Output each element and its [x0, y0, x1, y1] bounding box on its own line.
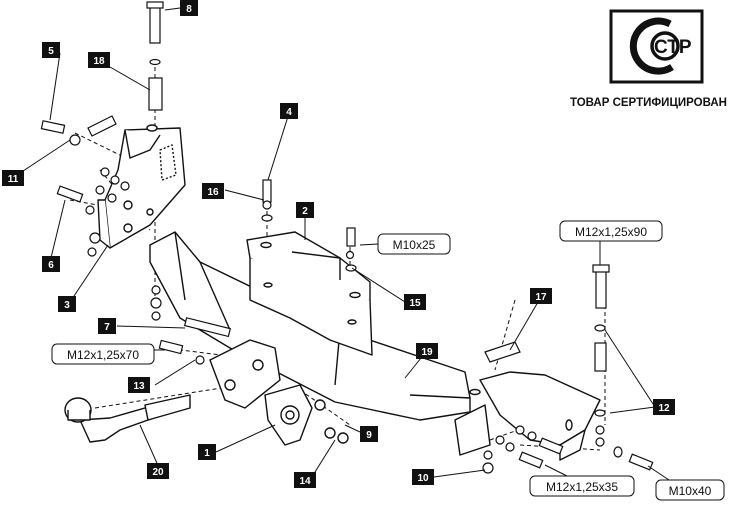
- part-label-9: 9: [360, 426, 378, 442]
- bolt-m10x40: [628, 453, 654, 471]
- callout-m10x25: M10x25: [377, 233, 451, 255]
- hitch-assembly: [64, 339, 349, 446]
- svg-text:6: 6: [48, 260, 54, 271]
- spacer-18: [148, 77, 163, 111]
- part-label-7: 7: [98, 318, 116, 334]
- svg-text:M10x25: M10x25: [393, 238, 436, 252]
- part-labels: 8 18 5 11 6 3 4 16 2 15 7 13 19 17 1 9 1…: [2, 0, 675, 488]
- svg-text:17: 17: [535, 292, 547, 303]
- svg-text:M12x1,25x70: M12x1,25x70: [67, 348, 139, 362]
- svg-text:4: 4: [286, 107, 292, 118]
- bolt-6: [56, 185, 84, 203]
- callout-m12x90: M12x1,25x90: [559, 220, 663, 242]
- part-label-11: 11: [2, 170, 24, 186]
- part-label-15: 15: [404, 294, 426, 310]
- part-label-4: 4: [280, 103, 298, 119]
- bolt-5: [40, 120, 66, 134]
- cert-logo-letters: СТР: [654, 37, 692, 58]
- part-label-8: 8: [180, 0, 198, 16]
- part-label-2: 2: [296, 202, 314, 218]
- svg-text:10: 10: [417, 473, 429, 484]
- part-label-12: 12: [653, 399, 675, 415]
- svg-text:19: 19: [421, 347, 433, 358]
- bolt-m10x25: [346, 227, 356, 247]
- cert-logo-c: [629, 17, 674, 75]
- part-label-3: 3: [58, 296, 76, 312]
- left-bracket: [97, 124, 186, 249]
- svg-text:7: 7: [104, 322, 110, 333]
- bolt-8: [149, 4, 161, 44]
- svg-text:1: 1: [204, 448, 210, 459]
- part-label-16: 16: [202, 183, 224, 199]
- part-label-18: 18: [88, 52, 110, 68]
- callout-m10x40: M10x40: [655, 479, 725, 501]
- svg-text:12: 12: [658, 403, 670, 414]
- callout-m12x70: M12x1,25x70: [51, 343, 155, 365]
- certification-mark: СТР ТОВАР СЕРТИФИЦИРОВАН: [570, 9, 727, 109]
- svg-text:3: 3: [64, 300, 70, 311]
- size-callouts: M10x25 M12x1,25x90 M12x1,25x70 M12x1,25x…: [51, 220, 725, 501]
- part-label-17: 17: [530, 288, 552, 304]
- svg-text:5: 5: [48, 46, 54, 57]
- part-label-1: 1: [198, 444, 216, 460]
- cert-logo-frame: [609, 9, 704, 84]
- bolt-4: [262, 179, 272, 203]
- svg-text:M12x1,25x35: M12x1,25x35: [546, 480, 618, 494]
- part-label-5: 5: [42, 42, 60, 58]
- fasteners: [40, 1, 654, 474]
- svg-text:8: 8: [186, 4, 192, 15]
- cert-caption: ТОВАР СЕРТИФИЦИРОВАН: [570, 97, 727, 109]
- svg-text:M12x1,25x90: M12x1,25x90: [575, 225, 647, 239]
- plate-11: [87, 115, 117, 137]
- svg-text:M10x40: M10x40: [669, 484, 712, 498]
- svg-text:11: 11: [8, 174, 19, 185]
- svg-text:20: 20: [152, 467, 164, 478]
- bolt-7: [183, 317, 232, 338]
- part-label-13: 13: [128, 377, 150, 393]
- svg-text:13: 13: [133, 381, 145, 392]
- center-bracket: [246, 231, 373, 356]
- bolt-m12x90: [595, 267, 607, 309]
- spacer-right: [594, 342, 607, 372]
- cert-logo-ring: [650, 31, 680, 61]
- part-label-14: 14: [294, 472, 316, 488]
- plate-17: [484, 341, 521, 363]
- part-label-20: 20: [147, 463, 169, 479]
- svg-text:2: 2: [302, 206, 308, 217]
- bolt-m12x35: [518, 451, 544, 469]
- right-bracket: [454, 371, 601, 461]
- part-label-19: 19: [416, 343, 438, 359]
- svg-text:16: 16: [207, 187, 219, 198]
- svg-text:9: 9: [366, 430, 372, 441]
- part-label-10: 10: [412, 469, 434, 485]
- svg-text:15: 15: [409, 298, 421, 309]
- part-label-6: 6: [42, 256, 60, 272]
- callout-m12x35: M12x1,25x35: [529, 475, 635, 497]
- svg-text:18: 18: [93, 56, 105, 67]
- svg-text:14: 14: [299, 476, 311, 487]
